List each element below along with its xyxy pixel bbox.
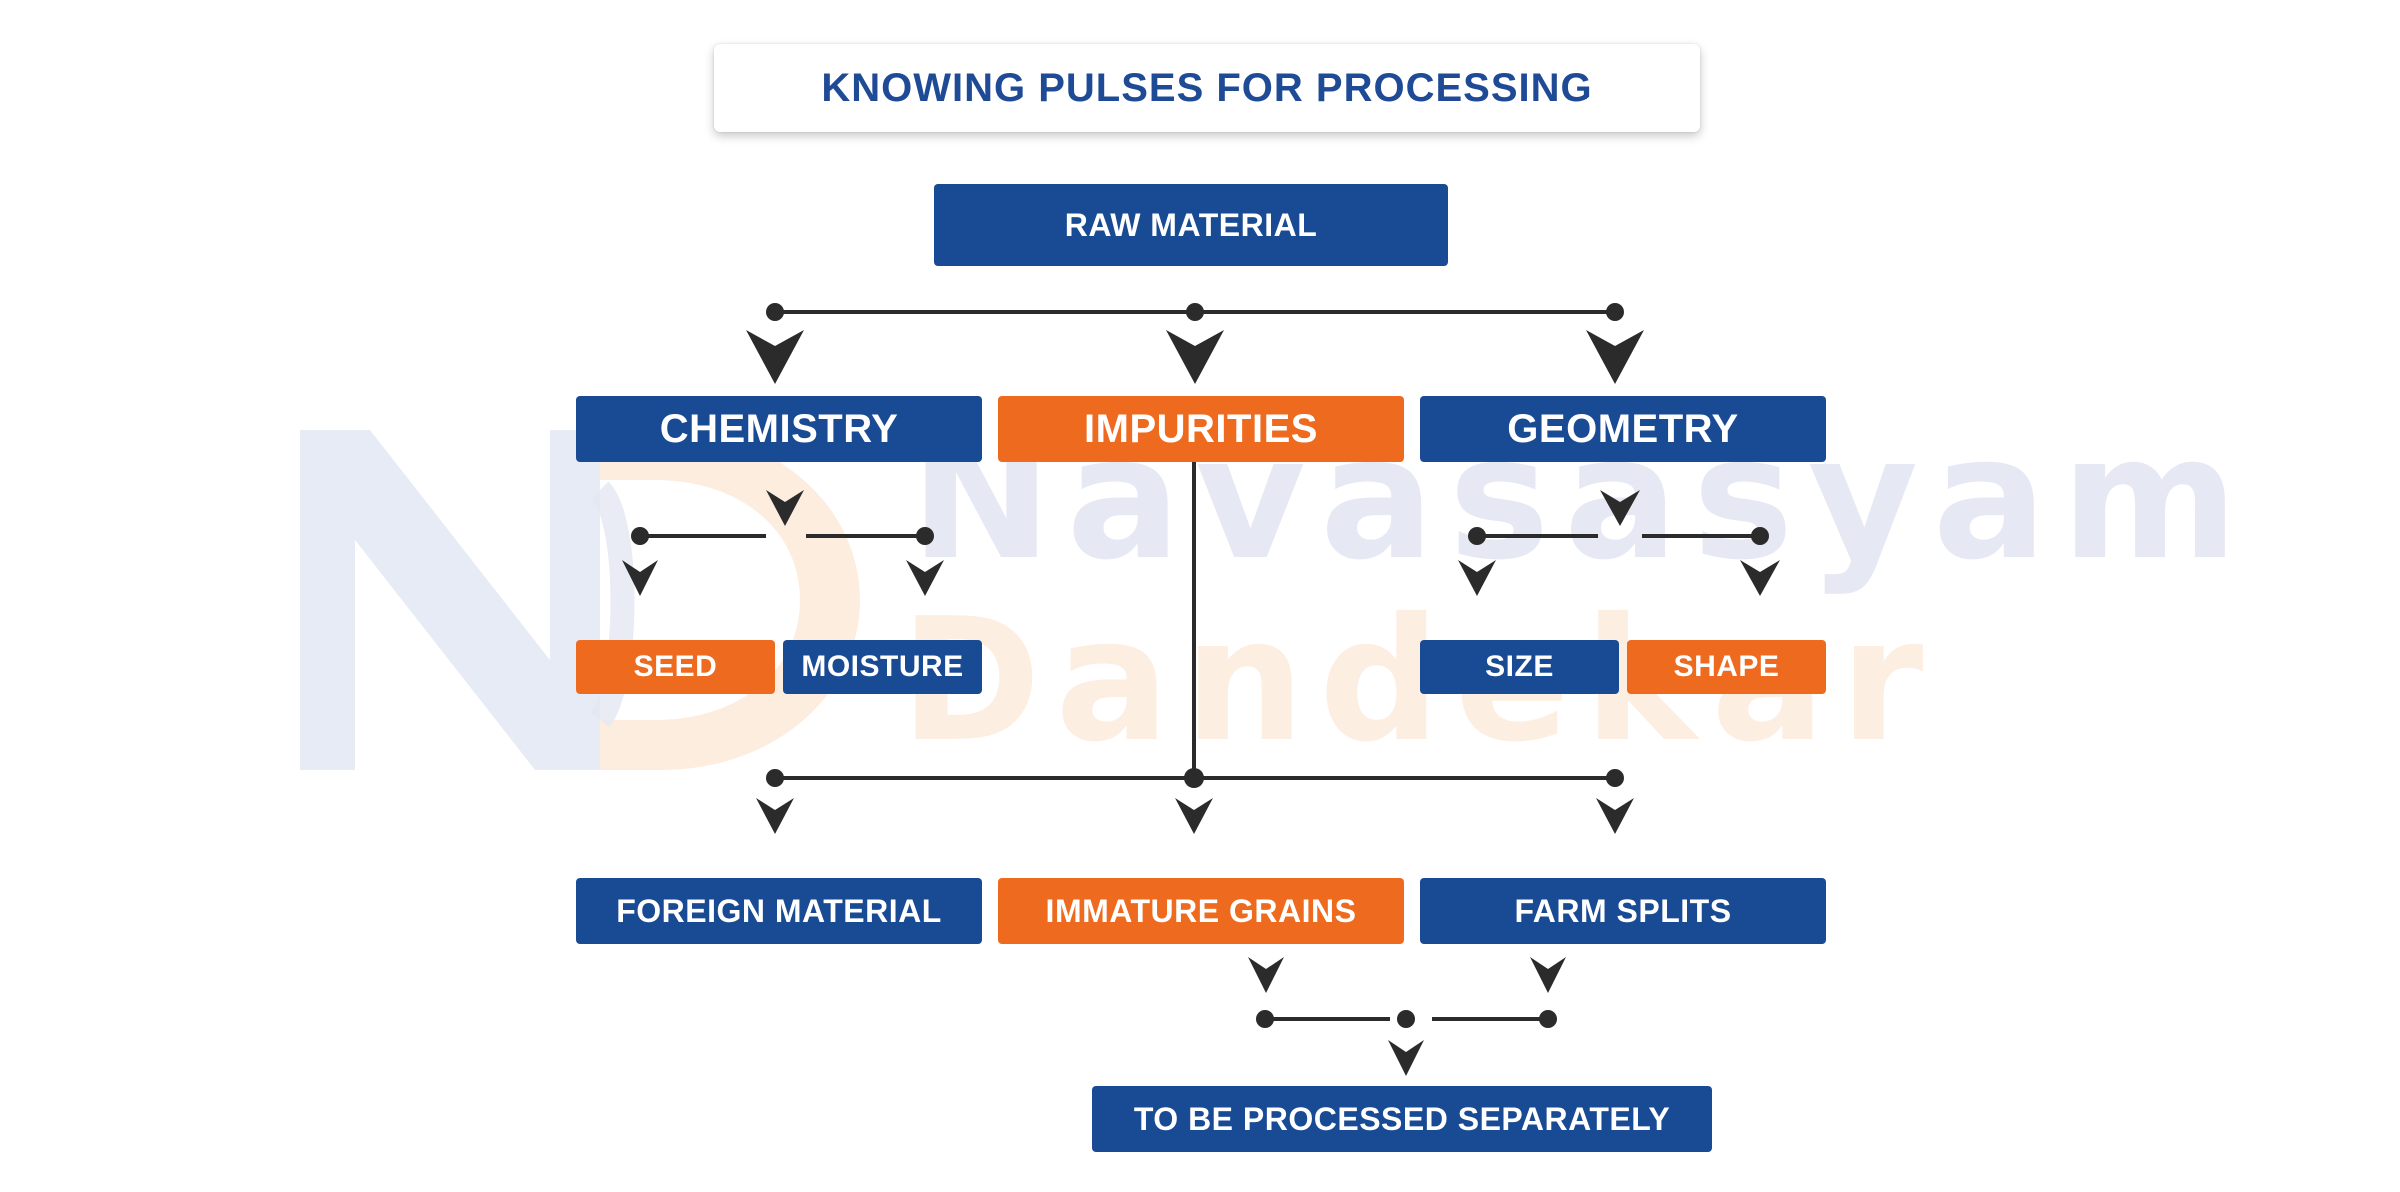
size-box: SIZE: [1420, 640, 1619, 694]
foreign-material-label: FOREIGN MATERIAL: [616, 892, 942, 929]
processed-separately-box: TO BE PROCESSED SEPARATELY: [1092, 1086, 1712, 1152]
seed-box: SEED: [576, 640, 775, 694]
size-label: SIZE: [1485, 650, 1554, 683]
moisture-box: MOISTURE: [783, 640, 982, 694]
moisture-label: MOISTURE: [801, 650, 964, 683]
chemistry-box: CHEMISTRY: [576, 396, 982, 462]
shape-box: SHAPE: [1627, 640, 1826, 694]
geometry-label: GEOMETRY: [1507, 406, 1739, 451]
chemistry-label: CHEMISTRY: [659, 406, 899, 451]
impurities-box: IMPURITIES: [998, 396, 1404, 462]
raw-material-label: RAW MATERIAL: [1064, 206, 1318, 243]
farm-splits-box: FARM SPLITS: [1420, 878, 1826, 944]
raw-material-box: RAW MATERIAL: [934, 184, 1448, 266]
geometry-box: GEOMETRY: [1420, 396, 1826, 462]
foreign-material-box: FOREIGN MATERIAL: [576, 878, 982, 944]
immature-grains-box: IMMATURE GRAINS: [998, 878, 1404, 944]
processed-separately-label: TO BE PROCESSED SEPARATELY: [1133, 1100, 1671, 1137]
diagram-title: KNOWING PULSES FOR PROCESSING: [714, 44, 1700, 132]
impurities-label: IMPURITIES: [1084, 406, 1318, 451]
seed-label: SEED: [633, 650, 718, 683]
immature-grains-label: IMMATURE GRAINS: [1045, 892, 1357, 929]
shape-label: SHAPE: [1673, 650, 1780, 683]
farm-splits-label: FARM SPLITS: [1514, 892, 1732, 929]
